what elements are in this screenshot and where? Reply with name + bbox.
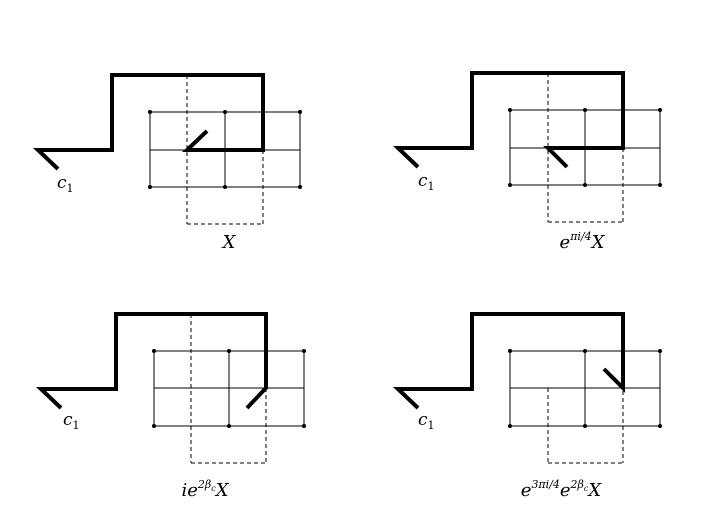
curve-label: c1	[418, 171, 435, 193]
panel-3: c1 ie2βcX	[35, 312, 306, 501]
panel-2: c1 eπi/4X	[392, 71, 662, 253]
curve-c1	[35, 312, 268, 410]
panel-4: c1 e3πi/4e2βcX	[392, 312, 662, 501]
curve-label: c1	[63, 410, 80, 432]
grid-dots	[152, 349, 306, 428]
caption: X	[221, 232, 237, 253]
grid-dots	[508, 349, 662, 428]
curve-c1	[32, 73, 265, 171]
caption: ie2βcX	[181, 478, 229, 501]
curve-c1	[392, 71, 625, 169]
curve-label: c1	[57, 173, 74, 195]
caption: e3πi/4e2βcX	[521, 478, 603, 501]
curve-c1	[392, 312, 625, 410]
dashed-square	[547, 73, 624, 223]
panel-1: c1 X	[32, 73, 302, 253]
dashed-square	[186, 75, 264, 225]
grid-dots	[508, 108, 662, 187]
grid-dots	[148, 110, 302, 189]
caption: eπi/4X	[560, 230, 606, 253]
dashed-square	[190, 314, 267, 464]
curve-label: c1	[418, 410, 435, 432]
